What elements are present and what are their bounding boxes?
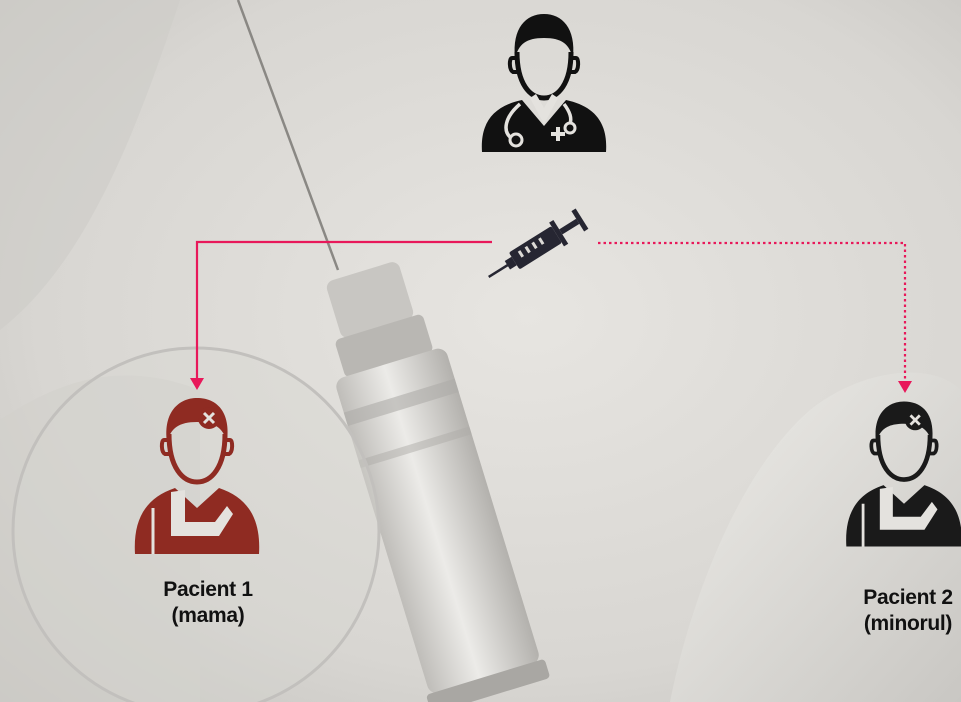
patient-1-role: (mama) (0, 603, 416, 629)
patient-2-label: Pacient 2 (minorul) (820, 585, 961, 638)
patient-1-name: Pacient 1 (0, 577, 416, 603)
patient-2-name: Pacient 2 (820, 585, 961, 611)
patient-2-role: (minorul) (820, 611, 961, 637)
patient-1-label: Pacient 1 (mama) (0, 577, 416, 630)
